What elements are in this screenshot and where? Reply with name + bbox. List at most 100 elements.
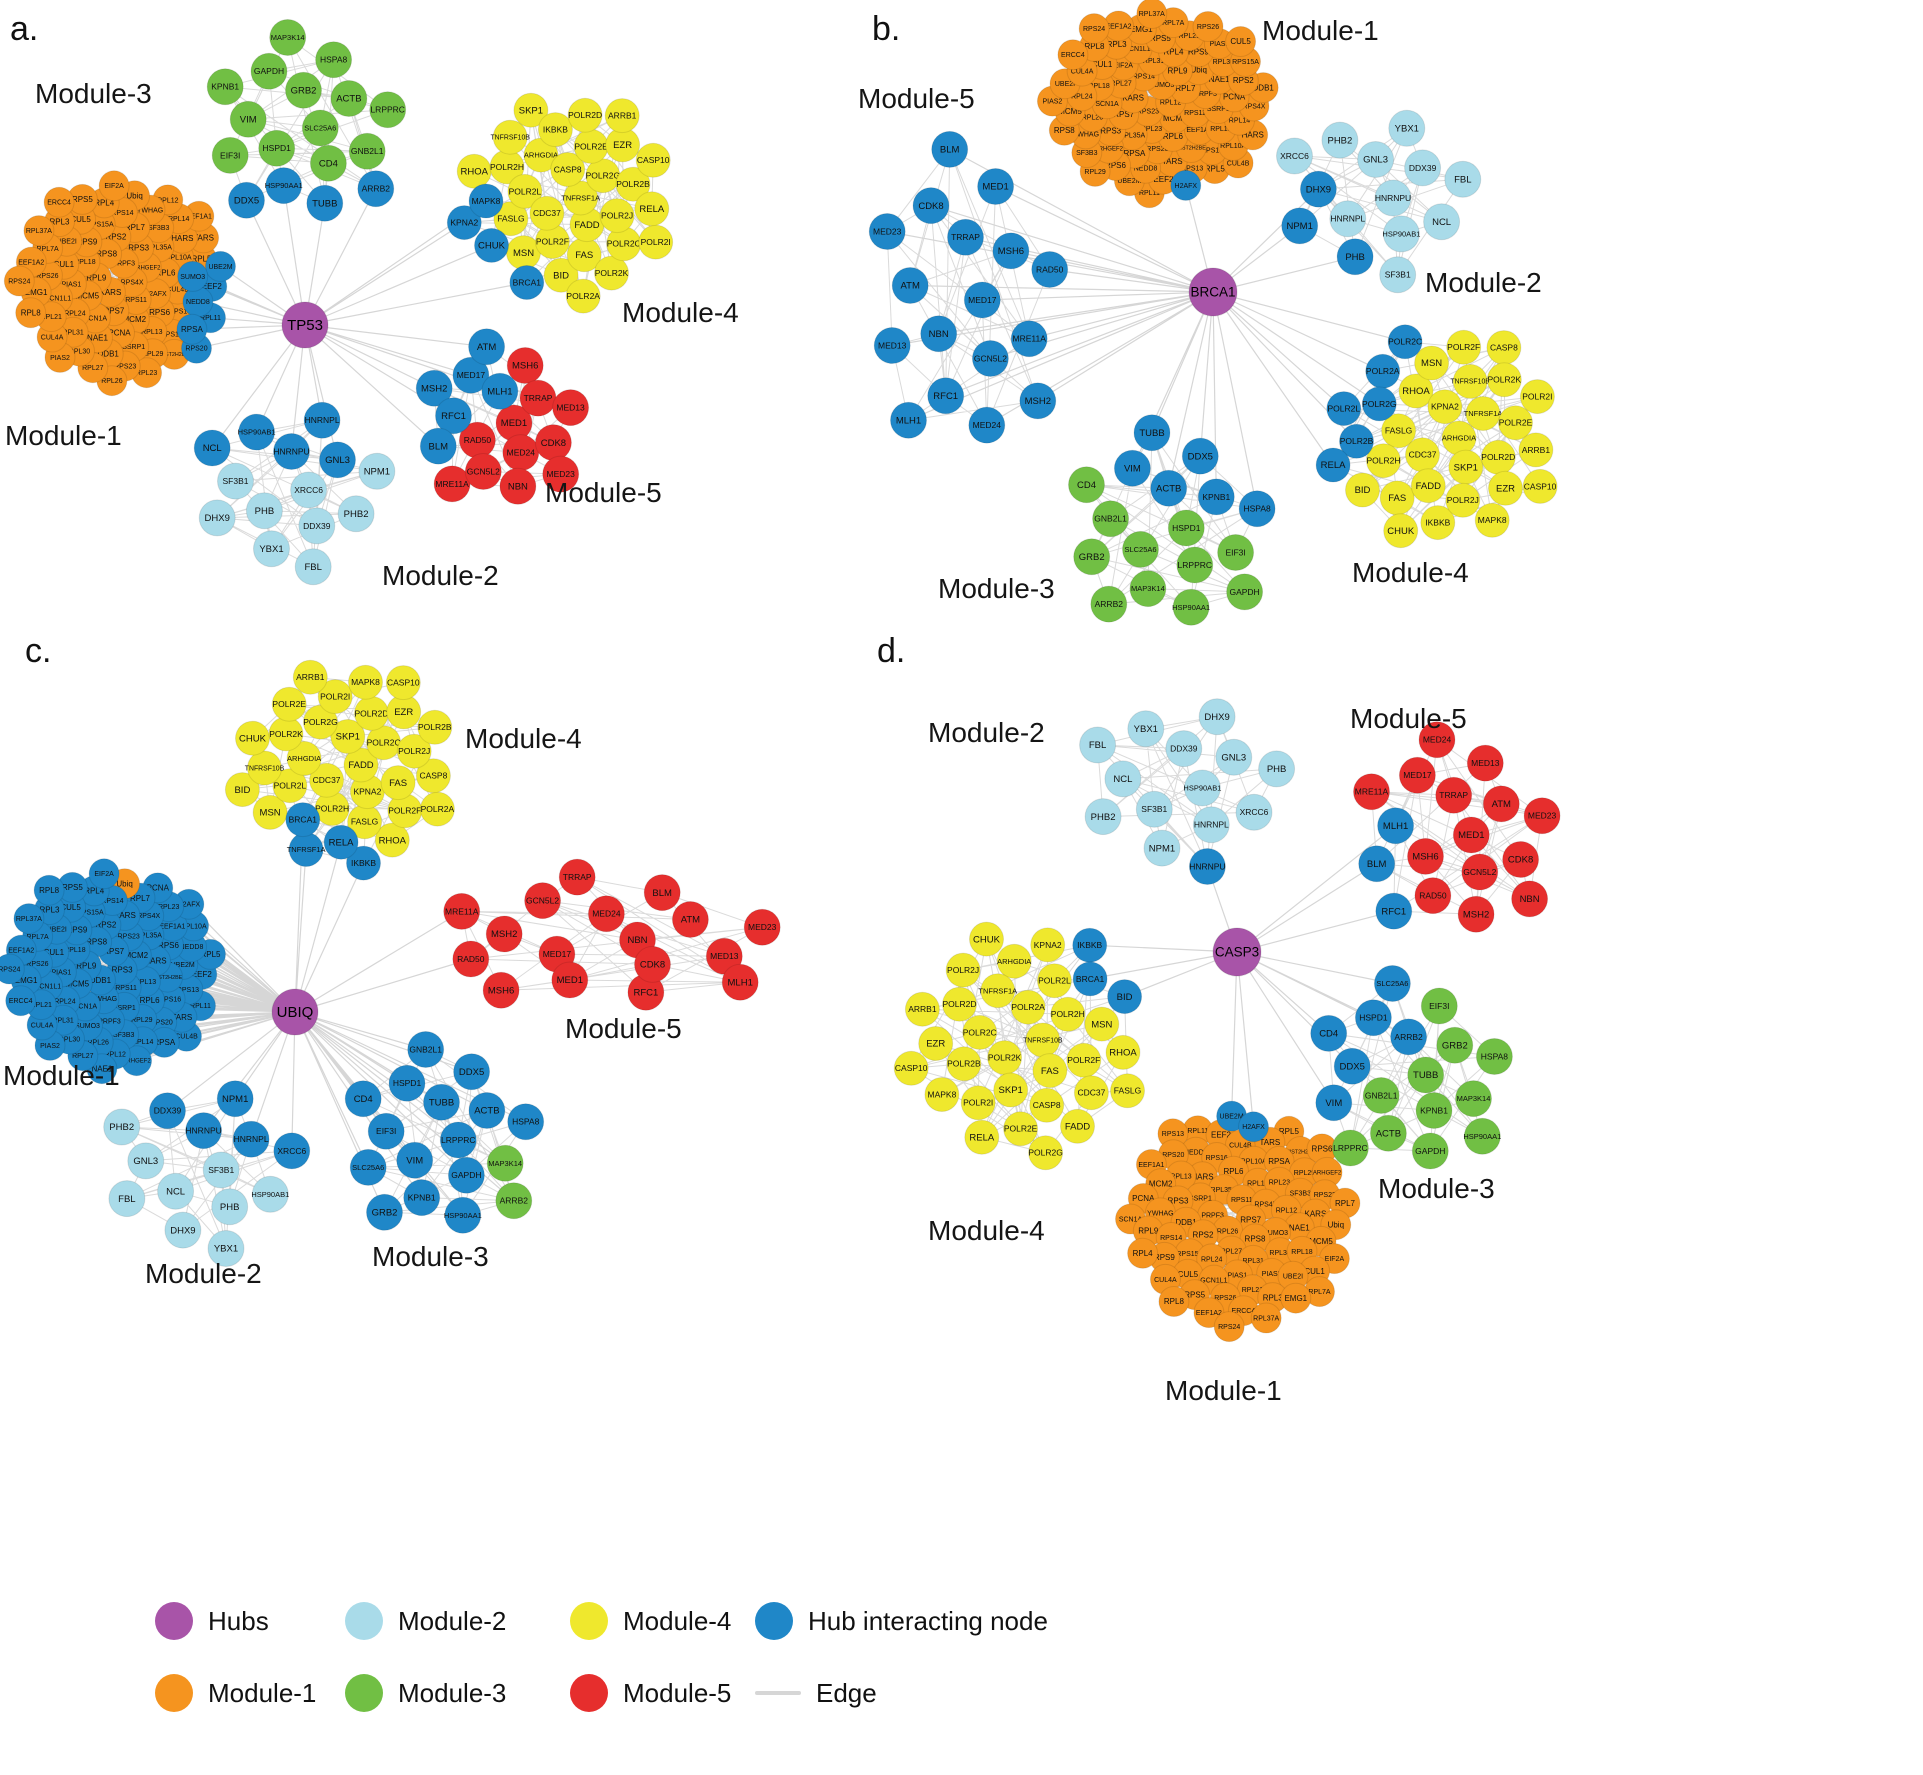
- network-node[interactable]: KPNA2: [1427, 389, 1463, 425]
- network-node[interactable]: CDC37: [1073, 1075, 1109, 1111]
- network-node[interactable]: KPNB1: [1415, 1092, 1453, 1129]
- network-node[interactable]: PHB: [1336, 238, 1374, 276]
- network-node[interactable]: ARRB1: [292, 659, 328, 695]
- network-node[interactable]: CASP10: [1522, 468, 1558, 504]
- network-node[interactable]: POLR2L: [507, 173, 543, 209]
- network-node[interactable]: PHB2: [337, 495, 375, 533]
- network-node[interactable]: VIM: [396, 1141, 434, 1179]
- network-node[interactable]: ACTB: [330, 80, 368, 117]
- network-node[interactable]: NBN: [1511, 880, 1549, 918]
- network-node[interactable]: RAD50: [1031, 251, 1069, 288]
- network-node[interactable]: MAPK8: [468, 183, 504, 219]
- network-node[interactable]: MED1: [495, 404, 533, 442]
- network-node[interactable]: CASP10: [635, 142, 671, 178]
- network-node[interactable]: EZR: [1488, 470, 1523, 506]
- network-node[interactable]: HSP90AA1: [444, 1196, 482, 1234]
- network-node[interactable]: CASP8: [1486, 330, 1522, 366]
- network-node[interactable]: GNB2L1: [407, 1031, 445, 1068]
- network-node[interactable]: VIM: [1315, 1084, 1353, 1122]
- network-node[interactable]: TUBB: [423, 1083, 460, 1121]
- network-node[interactable]: SF3B1: [1379, 256, 1417, 294]
- network-node[interactable]: ACTB: [1150, 469, 1188, 507]
- network-node[interactable]: HSPD1: [388, 1064, 426, 1102]
- network-node[interactable]: ARRB1: [904, 991, 940, 1027]
- network-node[interactable]: POLR2D: [942, 986, 977, 1022]
- network-node[interactable]: TNFRSF10B: [490, 119, 530, 155]
- network-node[interactable]: POLR2L: [1036, 963, 1072, 999]
- network-node[interactable]: CHUK: [969, 921, 1004, 957]
- network-node[interactable]: HNRNPL: [1192, 806, 1230, 844]
- network-node[interactable]: POLR2I: [638, 224, 674, 260]
- network-node[interactable]: MAP3K14: [1129, 570, 1167, 608]
- network-node[interactable]: GNB2L1: [348, 132, 386, 170]
- network-node[interactable]: TNFRSF1A: [561, 180, 600, 216]
- network-node[interactable]: SKP1: [330, 719, 366, 754]
- network-node[interactable]: XRCC6: [273, 1132, 311, 1170]
- network-node[interactable]: EMG1: [1280, 1282, 1312, 1314]
- network-node[interactable]: ACTB: [468, 1092, 506, 1129]
- network-node[interactable]: HSP90AB1: [1382, 215, 1420, 253]
- network-node[interactable]: MED24: [1418, 721, 1456, 759]
- network-node[interactable]: CDK8: [634, 945, 671, 983]
- network-node[interactable]: ATM: [891, 267, 929, 304]
- network-node[interactable]: SLC25A6: [301, 109, 339, 147]
- network-node[interactable]: MAPK8: [1474, 502, 1510, 538]
- network-node[interactable]: MED1: [551, 961, 589, 999]
- network-node[interactable]: MED13: [873, 327, 911, 364]
- network-node[interactable]: POLR2F: [1066, 1042, 1102, 1078]
- network-node[interactable]: RPS24: [1078, 13, 1110, 45]
- hub-node[interactable]: CASP3: [1212, 927, 1262, 977]
- network-node[interactable]: HNRNPU: [273, 433, 310, 470]
- network-node[interactable]: POLR2A: [419, 791, 455, 827]
- network-node[interactable]: MSH2: [485, 915, 523, 953]
- network-node[interactable]: IKBKB: [346, 845, 381, 881]
- network-node[interactable]: MED13: [552, 389, 590, 427]
- network-node[interactable]: MAPK8: [348, 664, 383, 700]
- network-node[interactable]: HNRNPL: [1329, 200, 1367, 238]
- network-node[interactable]: MED23: [743, 908, 781, 946]
- network-node[interactable]: BID: [224, 772, 260, 808]
- network-node[interactable]: EZR: [918, 1026, 954, 1061]
- network-node[interactable]: PHB: [1258, 750, 1296, 788]
- network-node[interactable]: TNFRSF1A: [978, 973, 1017, 1009]
- network-node[interactable]: BID: [1345, 472, 1380, 508]
- network-node[interactable]: DDX39: [1404, 149, 1442, 187]
- network-node[interactable]: BLM: [643, 874, 681, 912]
- network-node[interactable]: POLR2A: [1365, 353, 1401, 389]
- network-node[interactable]: GNB2L1: [1362, 1077, 1400, 1114]
- network-node[interactable]: MSH6: [1407, 837, 1444, 875]
- network-node[interactable]: POLR2J: [396, 733, 432, 769]
- network-node[interactable]: LRPPRC: [1331, 1129, 1369, 1167]
- network-node[interactable]: MSN: [1414, 345, 1450, 381]
- network-node[interactable]: FADD: [343, 747, 379, 783]
- network-node[interactable]: PHB: [211, 1188, 249, 1226]
- network-node[interactable]: POLR2I: [317, 679, 353, 715]
- network-node[interactable]: DDX5: [1181, 437, 1219, 475]
- network-node[interactable]: RPL37A: [23, 215, 55, 247]
- network-node[interactable]: DHX9: [198, 499, 236, 537]
- network-node[interactable]: POLR2D: [1480, 439, 1516, 475]
- network-node[interactable]: TNFRSF1A: [1464, 396, 1503, 431]
- network-node[interactable]: RPL37A: [1136, 0, 1168, 29]
- network-node[interactable]: ARRB2: [1090, 585, 1128, 623]
- network-node[interactable]: EIF3I: [211, 136, 249, 174]
- network-node[interactable]: RAD50: [452, 940, 490, 978]
- network-node[interactable]: HNRNPU: [185, 1112, 223, 1150]
- network-node[interactable]: NPM1: [1143, 829, 1181, 867]
- network-node[interactable]: MED17: [963, 281, 1001, 319]
- network-node[interactable]: RPL8: [33, 874, 65, 906]
- network-node[interactable]: POLR2E: [573, 128, 609, 164]
- network-node[interactable]: NPM1: [358, 452, 396, 490]
- network-node[interactable]: BRCA1: [285, 802, 321, 838]
- network-node[interactable]: TNFRSF1A: [287, 832, 326, 867]
- network-node[interactable]: ARHGDIA: [286, 740, 322, 776]
- network-node[interactable]: NBN: [499, 467, 537, 505]
- network-node[interactable]: MED23: [868, 213, 906, 250]
- network-node[interactable]: ACTB: [1369, 1114, 1407, 1152]
- network-node[interactable]: DDX5: [453, 1053, 491, 1091]
- network-node[interactable]: FAS: [1032, 1053, 1068, 1089]
- network-node[interactable]: RPS26: [1192, 11, 1224, 42]
- network-node[interactable]: KPNB1: [403, 1179, 441, 1217]
- network-node[interactable]: MED1: [1452, 816, 1490, 854]
- network-node[interactable]: RELA: [634, 191, 670, 227]
